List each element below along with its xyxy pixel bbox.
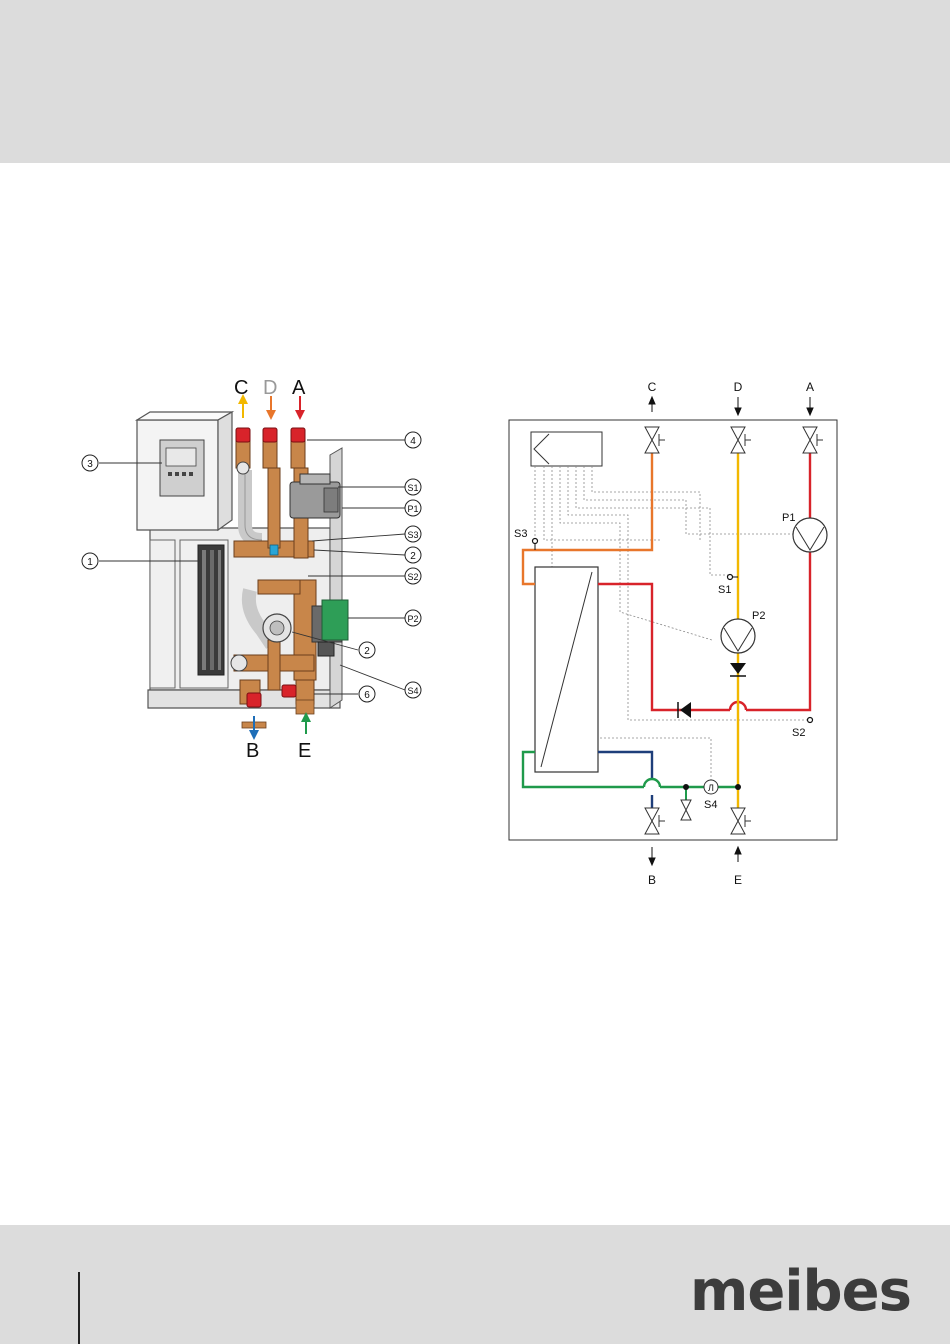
footer-rule [78,1272,80,1344]
controller-housing [137,412,232,530]
callout-3: 3 [87,459,93,470]
sensor-label-s2: S2 [792,727,805,739]
schematic-port-e: E [734,873,742,887]
sensor-label-s4: S4 [704,799,717,811]
callout-4: 4 [410,436,416,447]
callout-2a: 2 [410,551,416,562]
flow-meter-symbol: Л [708,783,714,793]
photo-port-label-b: B [246,740,259,762]
callout-1: 1 [87,557,93,568]
photo-port-label-e: E [298,740,311,762]
controller-icon [531,432,602,466]
heat-exchanger-icon [535,567,598,772]
callout-2b: 2 [364,646,370,657]
sensor-label-s3: S3 [514,528,527,540]
plate-heat-exchanger [198,545,224,675]
sensor-label-s1: S1 [718,584,731,596]
callout-p2: P2 [407,614,418,624]
photo-port-label-c: C [234,377,248,399]
schematic-port-c: C [648,380,657,394]
pump-label-p2: P2 [752,610,765,622]
schematic-port-b: B [648,873,656,887]
callout-6: 6 [364,690,370,701]
brand-logo: meibes [690,1262,880,1322]
callout-s4: S4 [407,686,418,696]
hydraulic-schematic: Л C D A B E S3 S1 S2 S4 [509,380,837,887]
photo-port-label-d: D [263,377,277,399]
callout-s3: S3 [407,530,418,540]
callout-s1: S1 [407,483,418,493]
callout-p1: P1 [407,504,418,514]
pipe-blue [598,752,652,780]
photo-port-label-a: A [292,377,306,399]
schematic-port-a: A [806,380,814,394]
callout-s2: S2 [407,572,418,582]
schematic-port-d: D [734,380,743,394]
pump-label-p1: P1 [782,512,795,524]
product-illustration: C D A B E [82,377,421,762]
